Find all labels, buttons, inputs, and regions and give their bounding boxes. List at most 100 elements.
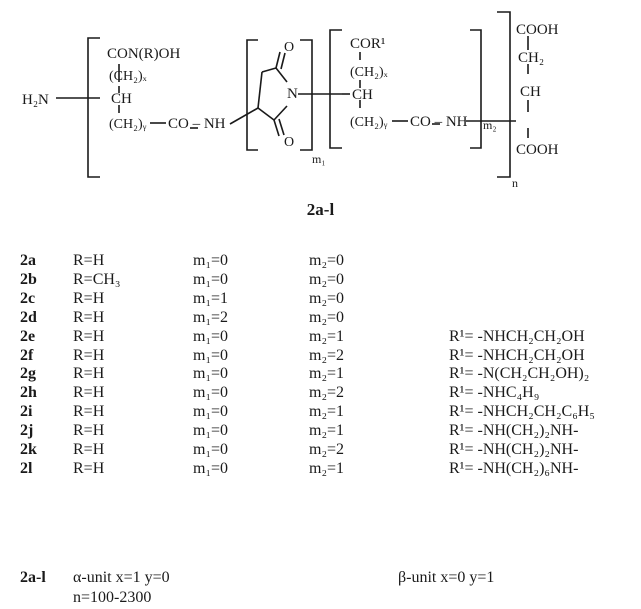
m1-value: m₁=0 [193,422,229,440]
m2-value: m₂=2 [309,384,345,402]
table-row: 2j R=H m₁=0 m₂=1 R¹= -NH(CH₂)₂NH- [20,422,641,441]
m2-value: m₂=2 [309,346,345,364]
m1-value: m₁=2 [193,308,229,326]
m2-value: m₂=0 [309,308,345,326]
r1-substituent [449,252,641,271]
m1-value: m₁=0 [193,346,229,364]
amine-group-label: H₂N [22,92,49,108]
r-substituent: R=H [73,252,105,269]
compound-id: 2b [20,270,37,288]
unit2-chain-y-label: (CH₂)ᵧ [350,115,388,130]
r1-substituent: R¹= -NHCH₂CH₂OH [449,327,585,345]
end-group-cooh-top: COOH [516,22,559,38]
compound-id: 2c [20,289,36,307]
n-range: n=100-2300 [73,589,152,606]
m2-value: m₂=1 [309,422,345,440]
r1-substituent: R¹= -N(CH₂CH₂OH)₂ [449,365,590,383]
m2-value: m₂=0 [309,289,345,307]
table-row: 2f R=H m₁=0 m₂=2 R¹= -NHCH₂CH₂OH [20,347,641,366]
unit1-chain-y-label: (CH₂)ᵧ [109,117,147,132]
r-substituent: R=H [73,289,105,307]
unit1-chain-x-label: (CH₂)ₓ [109,69,148,84]
m1-value: m₁=0 [193,270,229,288]
r1-substituent: R¹= -NHCH₂CH₂C₆H₅ [449,403,595,421]
compound-id: 2a [20,252,36,269]
table-row: 2a R=H m₁=0 m₂=0 [20,252,641,271]
r1-substituent: R¹= -NH(CH₂)₆NH- [449,459,579,477]
chemical-structure: H₂N CON(R)OH (CH₂)ₓ CH (CH₂)ᵧ CO – NH O … [22,11,559,190]
unit-definitions: 2a-l α-unit x=1 y=0 β-unit x=0 y=1 n=100-2… [20,568,494,608]
compound-id: 2g [20,365,36,383]
unit-definitions-id: 2a-l [20,569,46,586]
r-substituent: R=H [73,441,105,459]
r1-substituent [449,290,641,309]
unit2-side-group-label: COR¹ [350,36,385,52]
unit1-linkage-label: CO – NH [168,116,226,132]
imide-oxo-top-label: O [284,40,294,55]
m2-value: m₂=1 [309,327,345,345]
r1-substituent: R¹= -NHC₄H₉ [449,384,540,402]
unit-definitions-row: 2a-l α-unit x=1 y=0 β-unit x=0 y=1 [20,568,494,588]
compound-id: 2k [20,441,37,459]
unit1-ch-label: CH [111,91,132,107]
m1-value: m₁=1 [193,289,229,307]
r1-substituent [449,309,641,328]
outer-bracket-left [87,37,100,178]
end-group-ch2: CH₂ [518,50,544,66]
m1-value: m₁=0 [193,365,229,383]
table-row: 2c R=H m₁=1 m₂=0 [20,290,641,309]
alpha-unit-definition: α-unit x=1 y=0 [73,569,170,586]
unit1-side-group-label: CON(R)OH [107,46,180,62]
polymer-repeat-subscript: n [512,176,518,190]
unit2-ch-label: CH [352,87,373,103]
outer-bracket-right [497,11,511,178]
r-substituent: R=H [73,308,105,326]
unit2-chain-x-label: (CH₂)ₓ [350,65,389,80]
unit2-bracket-left [329,29,342,149]
m1-value: m₁=0 [193,327,229,345]
unit2-repeat-subscript: m₂ [483,118,497,132]
compound-label: 2a-l [306,200,335,219]
imide-nitrogen-label: N [287,86,298,102]
r1-substituent: R¹= -NHCH₂CH₂OH [449,346,585,364]
end-group-ch: CH [520,84,541,100]
table-row: 2g R=H m₁=0 m₂=1 R¹= -N(CH₂CH₂OH)₂ [20,365,641,384]
r1-substituent: R¹= -NH(CH₂)₂NH- [449,422,579,440]
m2-value: m₂=2 [309,441,345,459]
imide-bracket-right [300,39,313,151]
imide-repeat-subscript: m₁ [312,152,326,166]
table-row: 2d R=H m₁=2 m₂=0 [20,309,641,328]
imide-oxo-bottom-label: O [284,135,294,150]
n-range-row: n=100-2300 [20,588,494,608]
m1-value: m₁=0 [193,459,229,477]
m1-value: m₁=0 [193,441,229,459]
imide-bracket-left [246,39,258,151]
r-substituent: R=H [73,384,105,402]
r-substituent: R=H [73,422,105,440]
m2-value: m₂=1 [309,403,345,421]
compound-id: 2l [20,459,33,477]
r-substituent: R=CH₃ [73,270,121,288]
compound-id: 2f [20,346,34,364]
beta-unit-definition: β-unit x=0 y=1 [398,569,495,586]
m2-value: m₂=1 [309,365,345,383]
compound-id: 2h [20,384,37,402]
r-substituent: R=H [73,365,105,383]
unit2-bracket-right [470,29,482,149]
r-substituent: R=H [73,459,105,477]
m1-value: m₁=0 [193,252,229,269]
r-substituent: R=H [73,346,105,364]
unit2-linkage-label: CO – NH [410,114,468,130]
compound-id: 2j [20,422,34,440]
compound-id: 2d [20,308,37,326]
compound-id: 2e [20,327,36,345]
m2-value: m₂=0 [309,252,345,269]
m1-value: m₁=0 [193,384,229,402]
r-substituent: R=H [73,403,105,421]
